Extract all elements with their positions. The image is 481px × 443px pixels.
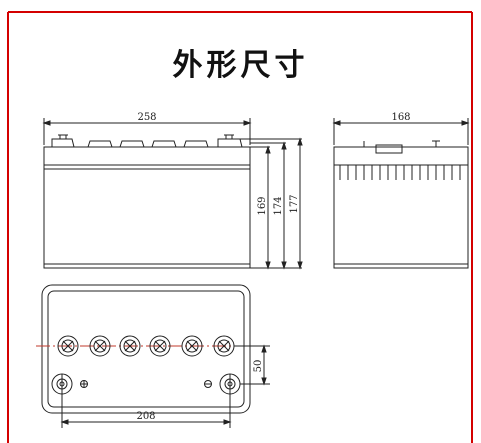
height-case-label: 169 bbox=[257, 196, 268, 215]
side-view bbox=[332, 118, 470, 269]
height-mid-label: 174 bbox=[273, 196, 284, 215]
terminal-offset-label: 50 bbox=[253, 360, 264, 373]
front-view bbox=[42, 118, 303, 270]
side-width-label: 168 bbox=[391, 112, 410, 123]
height-total-label: 177 bbox=[289, 194, 300, 213]
red-border bbox=[7, 11, 473, 443]
top-view bbox=[36, 284, 270, 428]
terminal-spacing-label: 208 bbox=[136, 411, 155, 422]
front-width-label: 258 bbox=[137, 112, 156, 123]
page-title: 外形尺寸 bbox=[172, 48, 309, 83]
